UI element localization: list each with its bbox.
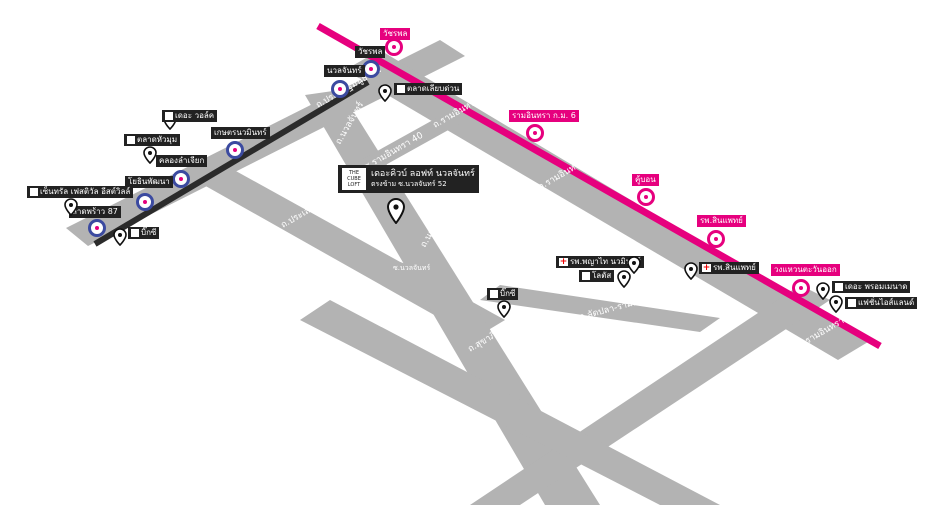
grey-line-rail — [93, 79, 370, 247]
pin-lotus-icon — [617, 270, 631, 288]
the-cube-loft-logo: THE CUBE LOFT — [342, 168, 366, 190]
place-label: ตลาดหัวมุม — [137, 135, 178, 144]
pin-talat-chaloem-icon — [143, 146, 157, 164]
target-property-label: THE CUBE LOFT เดอะคิวบ์ ลอฟท์ นวลจันทร์ … — [338, 165, 479, 193]
shopping-bag-icon — [397, 85, 405, 93]
shopping-bag-icon — [131, 229, 139, 237]
pin-fashion-island-icon — [829, 295, 843, 313]
pin-talat-chatuchak-icon — [378, 84, 392, 102]
place-label: แฟชั่นไอส์แลนด์ — [858, 298, 915, 307]
place-sinphat-hospital: +รพ.สินแพทย์ — [699, 262, 759, 274]
place-label: บิ๊กซี — [141, 228, 157, 237]
place-lotus: โลตัส — [579, 270, 615, 282]
place-phayathai-hospital: +รพ.พญาไท นวมินทร์ — [556, 256, 644, 268]
shopping-bag-icon — [30, 188, 38, 196]
station-label-watcharaphon-pink: วัชรพล — [380, 28, 411, 40]
station-ladprao-87-icon — [88, 219, 106, 237]
pin-big-c-icon — [113, 228, 127, 246]
road-soi-nuanchan — [390, 262, 450, 284]
place-the-promenade: เดอะ พรอมเมนาด — [832, 281, 911, 293]
road-label-soi-nuanchan: ซ.นวลจันทร์ — [393, 264, 430, 272]
road-lower-cross — [300, 300, 720, 505]
station-label-watcharaphon-blue: วัชรพล — [355, 46, 386, 58]
shopping-bag-icon — [490, 290, 498, 298]
station-watcharaphon-blue-icon — [362, 60, 380, 78]
station-label-ladprao-87: ลาดพร้าว 87 — [69, 206, 121, 218]
station-khu-bon-icon — [637, 188, 655, 206]
target-name: เดอะคิวบ์ ลอฟท์ นวลจันทร์ — [371, 169, 475, 179]
station-label-khlong-lam-chiak: คลองลำเจียก — [156, 155, 208, 167]
place-label: บิ๊กซี — [500, 289, 516, 298]
target-subtitle: ตรงข้าม ซ.นวลจันทร์ 52 — [371, 180, 447, 188]
station-label-ramintra-85: รามอินทรา ก.ม. 6 — [509, 110, 579, 122]
pin-central-eastville-icon — [64, 198, 78, 216]
place-fashion-island: แฟชั่นไอส์แลนด์ — [845, 297, 918, 309]
station-label-nuanchan: นวลจันทร์ — [324, 65, 365, 77]
station-watcharaphon-pink-icon — [385, 38, 403, 56]
hospital-cross-icon: + — [702, 263, 711, 273]
station-sinphat-icon — [707, 230, 725, 248]
place-label: เดอะ พรอมเมนาด — [845, 282, 908, 291]
place-label: รพ.พญาไท นวมินทร์ — [570, 257, 641, 266]
pin-sinphat-icon — [684, 262, 698, 280]
station-label-kaset-nawamin: เกษตรนวมินทร์ — [211, 127, 270, 139]
place-the-walk: เดอะ วอล์ค — [162, 110, 218, 122]
place-label: เซ็นทรัล เฟสติวัล อีสต์วิลล์ — [40, 187, 131, 196]
pin-tops-icon — [497, 300, 511, 318]
place-label: ตลาดเลียบด่วน — [407, 84, 460, 93]
pin-promenade-icon — [816, 282, 830, 300]
shopping-bag-icon — [165, 112, 173, 120]
place-label: รพ.สินแพทย์ — [713, 263, 756, 272]
station-label-khu-bon: คู้บอน — [632, 174, 659, 186]
place-talat-chatuchak: ตลาดเลียบด่วน — [394, 83, 463, 95]
road-soi-ramintra-40 — [352, 105, 470, 178]
station-label-chokchai: โยธินพัฒนา — [125, 176, 173, 188]
place-central-eastville: เซ็นทรัล เฟสติวัล อีสต์วิลล์ — [27, 186, 134, 198]
road-nuanchan — [305, 90, 600, 505]
station-label-sinphat: รพ.สินแพทย์ — [697, 215, 746, 227]
pink-line-rail — [316, 22, 882, 350]
place-big-c: บิ๊กซี — [128, 227, 160, 239]
place-talat-chaloem: ตลาดหัวมุม — [124, 134, 181, 146]
place-label: โลตัส — [592, 271, 612, 280]
station-label-outer-ring: วงแหวนตะวันออก — [771, 264, 840, 276]
target-location-pin-icon — [387, 198, 405, 224]
station-kaset-nawamin-icon — [226, 141, 244, 159]
shopping-bag-icon — [127, 136, 135, 144]
roads — [66, 40, 868, 505]
place-label: เดอะ วอล์ค — [175, 111, 215, 120]
shopping-bag-icon — [835, 283, 843, 291]
station-chokchai-icon — [136, 193, 154, 211]
place-tops: บิ๊กซี — [487, 288, 519, 300]
station-outer-ring-icon — [792, 279, 810, 297]
pin-phayathai-icon — [627, 256, 641, 274]
hospital-cross-icon: + — [559, 257, 568, 267]
road-ladpla-ramintra — [480, 285, 720, 332]
station-nuanchan-icon — [331, 80, 349, 98]
station-ramintra-85-icon — [526, 124, 544, 142]
road-ramintra — [345, 50, 868, 360]
shopping-bag-icon — [582, 272, 590, 280]
station-khlong-lam-chiak-icon — [172, 170, 190, 188]
shopping-bag-icon — [848, 299, 856, 307]
